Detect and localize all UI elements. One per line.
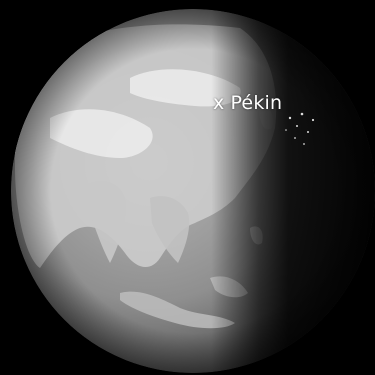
limb-shade: [11, 9, 375, 373]
city-marker: x: [213, 92, 225, 114]
earth-globe: [11, 9, 375, 373]
city-name: Pékin: [230, 92, 283, 114]
